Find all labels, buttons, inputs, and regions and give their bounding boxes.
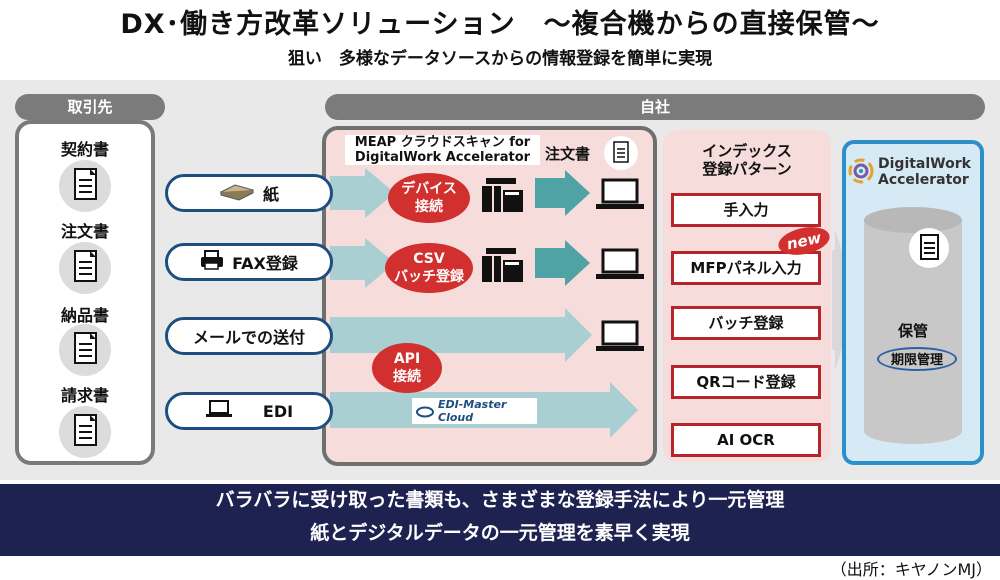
storage-cylinder <box>864 207 962 444</box>
pattern-mfp-panel: MFPパネル入力 <box>671 251 821 285</box>
pattern-batch: バッチ登録 <box>671 306 821 340</box>
index-pattern-title: インデックス 登録パターン <box>702 142 792 178</box>
channel-fax: FAX登録 <box>165 243 333 281</box>
page-subtitle: 狙い 多様なデータソースからの情報登録を簡単に実現 <box>287 49 713 69</box>
channel-mail: メールでの送付 <box>165 317 333 355</box>
page-title: DX･働き方改革ソリューション ～複合機からの直接保管～ <box>120 9 880 40</box>
document-icon <box>59 160 111 212</box>
channel-label: EDI <box>262 401 294 421</box>
arrow-csv-to-pc <box>535 240 590 286</box>
document-icon <box>604 136 638 170</box>
laptop-icon <box>596 178 644 209</box>
doc-label-contract: 契約書 <box>60 140 109 159</box>
paper-stack-icon <box>219 182 255 204</box>
arrow-mail <box>330 308 592 362</box>
partner-panel: 契約書 注文書 納品書 請求書 <box>15 120 155 465</box>
meap-title: MEAP クラウドスキャン for DigitalWork Accelerato… <box>345 135 540 165</box>
laptop-icon <box>596 248 644 279</box>
retention-management-badge: 期限管理 <box>877 347 957 371</box>
channel-paper: 紙 <box>165 174 333 212</box>
index-pattern-panel <box>663 130 831 462</box>
doc-label-order: 注文書 <box>60 222 109 241</box>
summary-line-2: 紙とデジタルデータの一元管理を素早く実現 <box>310 522 690 544</box>
source-credit: （出所：キヤノンMJ） <box>830 560 992 579</box>
pattern-qr-code: QRコード登録 <box>671 365 821 399</box>
pattern-ai-ocr: AI OCR <box>671 423 821 457</box>
doc-label-invoice: 請求書 <box>60 386 109 405</box>
document-icon <box>59 324 111 376</box>
channel-label: 紙 <box>262 185 279 204</box>
storage-label: 保管 <box>897 322 928 340</box>
summary-line-1: バラバラに受け取った書類も、さまざまな登録手法により一元管理 <box>215 489 785 511</box>
mfp-printer-icon <box>482 248 523 282</box>
cloud-icon <box>416 402 434 421</box>
edi-master-cloud-logo: EDI-Master Cloud <box>412 398 537 424</box>
mfp-printer-icon <box>482 178 523 212</box>
dwa-logo-icon <box>848 158 874 184</box>
api-connect-badge: API 接続 <box>372 343 442 393</box>
fax-icon <box>200 250 224 274</box>
laptop-icon <box>596 320 644 351</box>
csv-batch-badge: CSV バッチ登録 <box>385 243 473 293</box>
document-icon <box>59 406 111 458</box>
channel-label: FAX登録 <box>232 254 298 273</box>
company-header: 自社 <box>325 94 985 120</box>
order-doc-label: 注文書 <box>545 145 591 163</box>
document-icon <box>909 228 949 268</box>
arrow-fax <box>330 238 395 288</box>
channel-edi: EDI <box>165 392 333 430</box>
document-icon <box>59 242 111 294</box>
arrow-paper <box>330 168 395 218</box>
laptop-icon <box>205 400 233 422</box>
doc-label-delivery: 納品書 <box>60 306 109 325</box>
arrow-device-to-pc <box>535 170 590 216</box>
summary-banner: バラバラに受け取った書類も、さまざまな登録手法により一元管理 紙とデジタルデータ… <box>0 484 1000 556</box>
channel-label: メールでの送付 <box>192 328 305 347</box>
partner-header: 取引先 <box>15 94 165 120</box>
device-connect-badge: デバイス 接続 <box>388 173 470 223</box>
pattern-manual-input: 手入力 <box>671 193 821 227</box>
dwa-logo-text: DigitalWork Accelerator <box>878 156 971 188</box>
